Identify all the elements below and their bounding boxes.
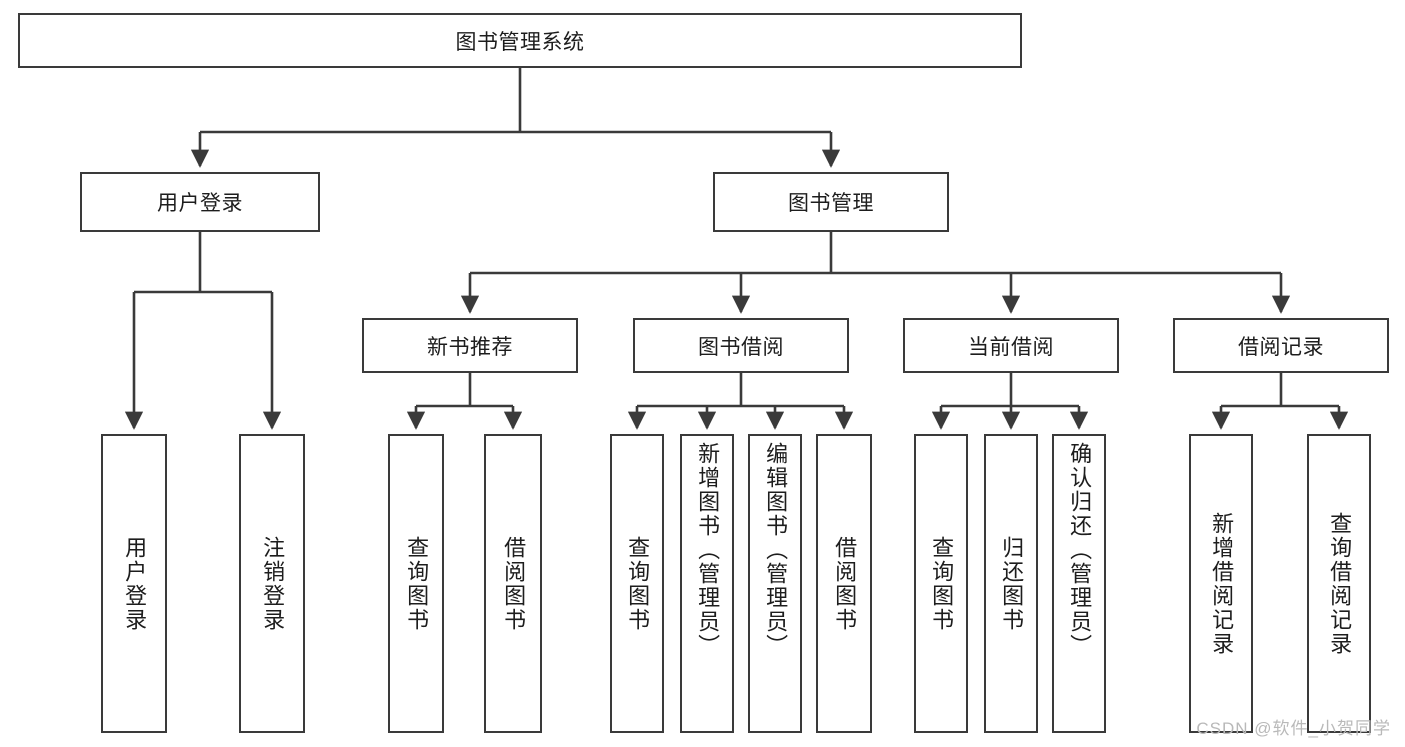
node-leaf-2-label: 查询图书 [404, 535, 430, 632]
node-leaf-12-label: 查询借阅记录 [1327, 511, 1353, 656]
node-level3-1-label: 图书借阅 [698, 335, 784, 359]
node-leaf-9-label: 归还图书 [999, 535, 1025, 632]
node-leaf-11-label: 新增借阅记录 [1209, 511, 1235, 656]
node-level3-0[interactable]: 新书推荐 [362, 318, 578, 373]
node-leaf-8[interactable]: 查询图书 [914, 434, 968, 733]
node-leaf-10[interactable]: 确认归还（管理员） [1052, 434, 1106, 733]
node-leaf-6-label: 编辑图书（管理员） [763, 442, 789, 658]
node-leaf-3[interactable]: 借阅图书 [484, 434, 542, 733]
node-leaf-7[interactable]: 借阅图书 [816, 434, 872, 733]
node-leaf-2[interactable]: 查询图书 [388, 434, 444, 733]
node-leaf-8-label: 查询图书 [929, 535, 955, 632]
node-leaf-0[interactable]: 用户登录 [101, 434, 167, 733]
node-leaf-1[interactable]: 注销登录 [239, 434, 305, 733]
node-root-label: 图书管理系统 [455, 30, 585, 54]
watermark-text: CSDN @软件_小贺同学 [1196, 719, 1391, 738]
node-leaf-11[interactable]: 新增借阅记录 [1189, 434, 1253, 733]
node-leaf-6[interactable]: 编辑图书（管理员） [748, 434, 802, 733]
node-leaf-1-label: 注销登录 [260, 535, 286, 632]
node-level2-0-label: 用户登录 [157, 192, 243, 215]
node-level2-1-label: 图书管理 [788, 192, 874, 215]
node-root[interactable]: 图书管理系统 [18, 13, 1022, 68]
node-leaf-4[interactable]: 查询图书 [610, 434, 664, 733]
node-level3-3-label: 借阅记录 [1238, 335, 1324, 359]
node-level3-3[interactable]: 借阅记录 [1173, 318, 1389, 373]
node-leaf-9[interactable]: 归还图书 [984, 434, 1038, 733]
node-leaf-5-label: 新增图书（管理员） [695, 442, 721, 658]
node-level3-2[interactable]: 当前借阅 [903, 318, 1119, 373]
node-level3-0-label: 新书推荐 [427, 335, 513, 359]
node-leaf-7-label: 借阅图书 [832, 535, 858, 632]
node-leaf-10-label: 确认归还（管理员） [1067, 442, 1093, 658]
node-leaf-4-label: 查询图书 [625, 535, 651, 632]
node-leaf-12[interactable]: 查询借阅记录 [1307, 434, 1371, 733]
node-level2-0[interactable]: 用户登录 [80, 172, 320, 232]
node-level2-1[interactable]: 图书管理 [713, 172, 949, 232]
node-leaf-3-label: 借阅图书 [501, 535, 527, 632]
node-leaf-0-label: 用户登录 [122, 535, 148, 632]
node-level3-2-label: 当前借阅 [968, 335, 1054, 359]
node-leaf-5[interactable]: 新增图书（管理员） [680, 434, 734, 733]
node-level3-1[interactable]: 图书借阅 [633, 318, 849, 373]
